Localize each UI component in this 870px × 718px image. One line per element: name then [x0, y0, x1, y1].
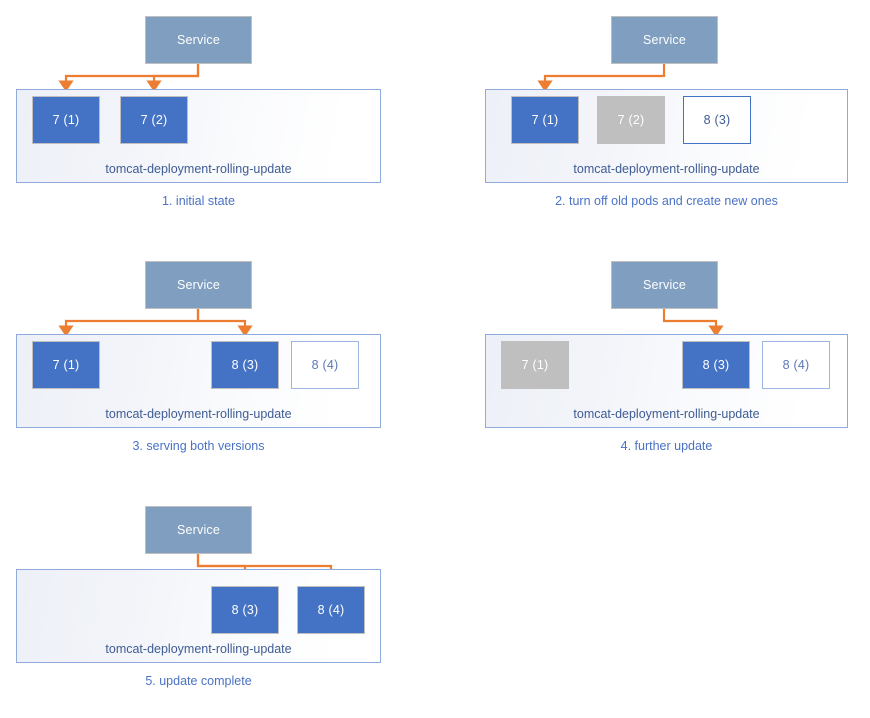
panel-5-caption: 5. update complete: [145, 674, 252, 688]
panel-4-service-box[interactable]: Service: [611, 261, 718, 309]
panel-5-service-box[interactable]: Service: [145, 506, 252, 554]
panel-2-caption: 2. turn off old pods and create new ones: [555, 194, 778, 208]
service-label: Service: [642, 278, 687, 292]
panel-1-pod-0[interactable]: 7 (1): [32, 96, 100, 144]
service-label: Service: [176, 523, 221, 537]
panel-2-deployment-label: tomcat-deployment-rolling-update: [573, 162, 760, 176]
panel-4-pod-2[interactable]: 8 (4): [762, 341, 830, 389]
pod-label: 7 (1): [52, 113, 80, 127]
panel-2-connector: [537, 64, 666, 92]
pod-label: 7 (2): [617, 113, 645, 127]
panel-5-pod-0[interactable]: 8 (3): [211, 586, 279, 634]
panel-4-pod-0[interactable]: 7 (1): [501, 341, 569, 389]
pod-label: 8 (3): [702, 358, 730, 372]
panel-2-pod-2[interactable]: 8 (3): [683, 96, 751, 144]
pod-label: 8 (3): [231, 358, 259, 372]
panel-3-pod-0[interactable]: 7 (1): [32, 341, 100, 389]
panel-4-deployment-label: tomcat-deployment-rolling-update: [573, 407, 760, 421]
panel-5-pod-1[interactable]: 8 (4): [297, 586, 365, 634]
pod-label: 8 (4): [782, 358, 810, 372]
panel-2-pod-1[interactable]: 7 (2): [597, 96, 665, 144]
panel-1-pod-1[interactable]: 7 (2): [120, 96, 188, 144]
panel-1-caption: 1. initial state: [162, 194, 235, 208]
panel-3-service-box[interactable]: Service: [145, 261, 252, 309]
service-label: Service: [642, 33, 687, 47]
panel-2-service-box[interactable]: Service: [611, 16, 718, 64]
panel-3-deployment-label: tomcat-deployment-rolling-update: [105, 407, 292, 421]
pod-label: 7 (1): [521, 358, 549, 372]
pod-label: 7 (1): [531, 113, 559, 127]
panel-1-deployment-label: tomcat-deployment-rolling-update: [105, 162, 292, 176]
panel-4-connector: [662, 309, 724, 337]
pod-label: 7 (1): [52, 358, 80, 372]
panel-3-caption: 3. serving both versions: [132, 439, 265, 453]
pod-label: 8 (3): [231, 603, 259, 617]
panel-5-deployment-label: tomcat-deployment-rolling-update: [105, 642, 292, 656]
service-label: Service: [176, 33, 221, 47]
panel-4-caption: 4. further update: [620, 439, 713, 453]
panel-3-pod-2[interactable]: 8 (4): [291, 341, 359, 389]
pod-label: 8 (4): [311, 358, 339, 372]
pod-label: 8 (4): [317, 603, 345, 617]
pod-label: 8 (3): [703, 113, 731, 127]
panel-4-pod-1[interactable]: 8 (3): [682, 341, 750, 389]
panel-1-service-box[interactable]: Service: [145, 16, 252, 64]
service-label: Service: [176, 278, 221, 292]
panel-2-pod-0[interactable]: 7 (1): [511, 96, 579, 144]
pod-label: 7 (2): [140, 113, 168, 127]
panel-3-connector: [58, 309, 253, 337]
panel-1-connector: [58, 64, 200, 92]
panel-3-pod-1[interactable]: 8 (3): [211, 341, 279, 389]
